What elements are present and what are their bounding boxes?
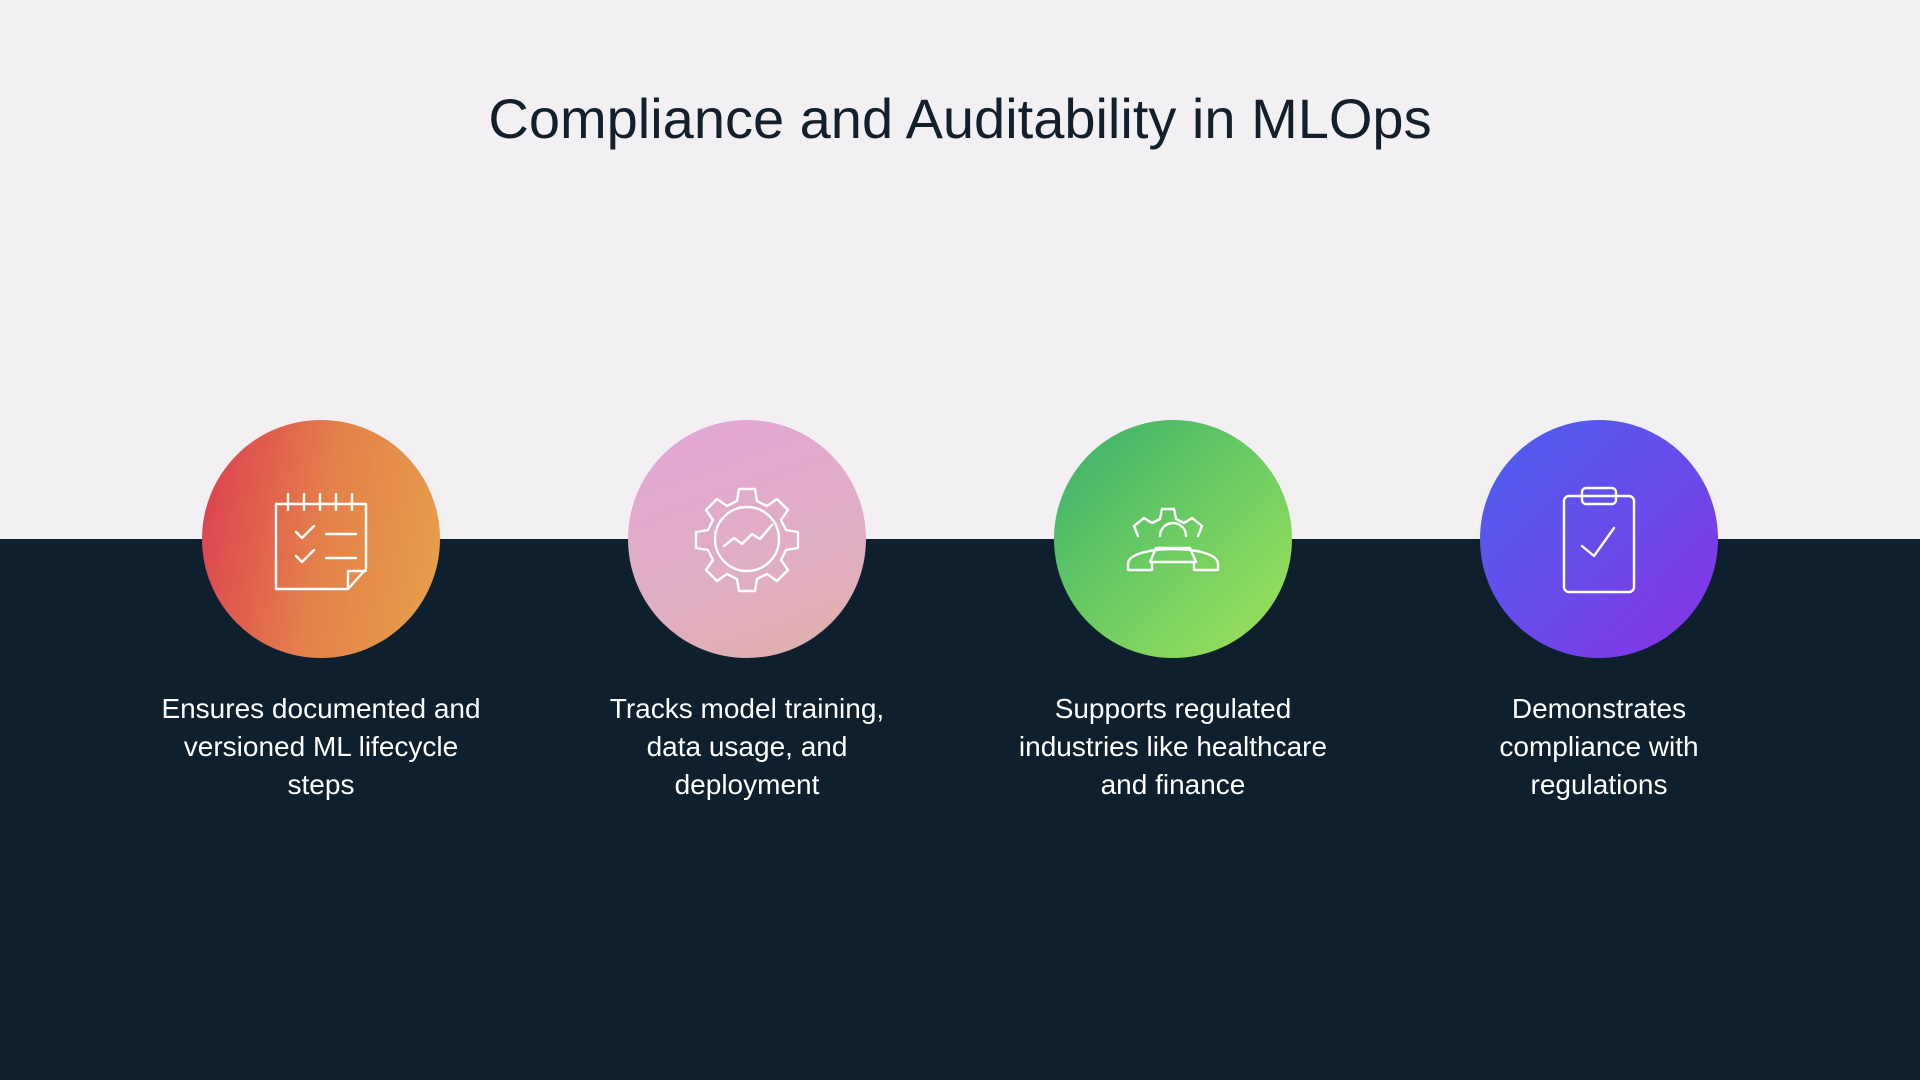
icon-circle xyxy=(628,420,866,658)
gear-chart-icon xyxy=(694,487,800,593)
gear-phone-support-icon xyxy=(1126,507,1220,572)
clipboard-check-icon xyxy=(1562,486,1636,594)
feature-item-documentation: Ensures documented and versioned ML life… xyxy=(151,420,491,804)
feature-description: Supports regulated industries like healt… xyxy=(1018,693,1328,800)
checklist-note-icon xyxy=(274,492,368,591)
feature-item-regulated: Supports regulated industries like healt… xyxy=(1003,420,1343,804)
icon-circle xyxy=(202,420,440,658)
feature-description: Demonstrates compliance with regulations xyxy=(1499,693,1699,800)
feature-item-tracking: Tracks model training, data usage, and d… xyxy=(577,420,917,804)
feature-description: Ensures documented and versioned ML life… xyxy=(161,693,481,800)
icon-circle xyxy=(1054,420,1292,658)
feature-item-compliance: Demonstrates compliance with regulations xyxy=(1429,420,1769,804)
page-title: Compliance and Auditability in MLOps xyxy=(488,87,1432,150)
feature-description: Tracks model training, data usage, and d… xyxy=(609,693,885,800)
icon-circle xyxy=(1480,420,1718,658)
